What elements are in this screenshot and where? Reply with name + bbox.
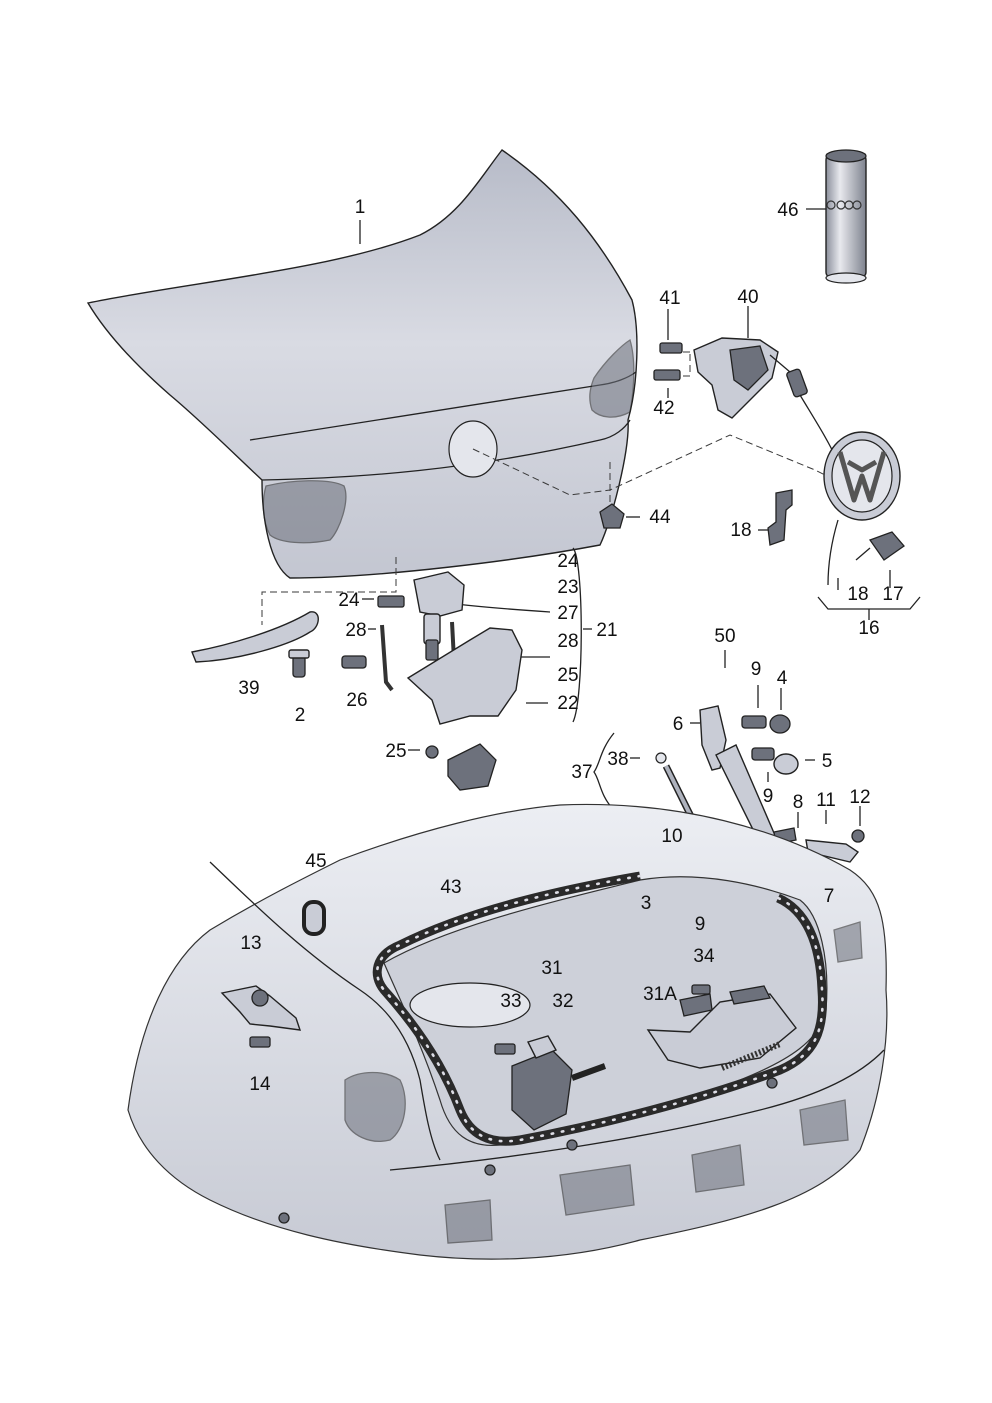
trim-strip <box>191 611 319 663</box>
trunk-seal <box>372 871 827 1146</box>
callout-38: 38 <box>607 749 628 770</box>
callout-31a: 31A <box>643 984 677 1005</box>
callout-28a: 28 <box>345 620 366 641</box>
callout-22: 22 <box>557 693 578 714</box>
callout-13: 13 <box>240 933 261 954</box>
callout-5: 5 <box>822 751 833 772</box>
callout-27: 27 <box>557 603 578 624</box>
callout-2: 2 <box>295 705 306 726</box>
callout-24a: 24 <box>557 551 579 572</box>
callout-labels: 1 46 41 40 42 44 18 24 23 18 17 24 27 16… <box>238 197 903 1095</box>
bolt-2 <box>288 649 310 678</box>
callout-12: 12 <box>849 787 870 808</box>
handle-bracket <box>767 489 793 546</box>
grommet <box>302 900 326 936</box>
callout-25b: 25 <box>385 741 406 762</box>
callout-17: 17 <box>882 584 903 605</box>
lock-bracket-latch <box>406 627 523 791</box>
callout-39: 39 <box>238 678 259 699</box>
callout-11: 11 <box>816 790 836 811</box>
callout-26: 26 <box>346 690 367 711</box>
callout-9a: 9 <box>751 659 762 680</box>
lid-actuator <box>653 337 839 463</box>
callout-24b: 24 <box>338 590 360 611</box>
callout-9c: 9 <box>695 914 706 935</box>
callout-43: 43 <box>440 877 461 898</box>
callout-28b: 28 <box>557 631 578 652</box>
callout-37: 37 <box>571 762 592 783</box>
callout-50: 50 <box>714 626 735 647</box>
callout-9b: 9 <box>763 786 774 807</box>
callout-10: 10 <box>661 826 682 847</box>
callout-6: 6 <box>673 714 684 735</box>
callout-25a: 25 <box>557 665 578 686</box>
callout-14: 14 <box>249 1074 271 1095</box>
car-rear-body <box>127 803 888 1260</box>
key-fob <box>855 531 905 561</box>
callout-45: 45 <box>305 851 326 872</box>
bolt-26 <box>341 655 367 669</box>
vw-emblem <box>823 431 901 521</box>
callout-21: 21 <box>596 620 617 641</box>
callout-18b: 18 <box>847 584 868 605</box>
callout-16: 16 <box>858 618 879 639</box>
callout-31: 31 <box>541 958 562 979</box>
body-latch <box>220 985 302 1048</box>
callout-1: 1 <box>355 197 366 218</box>
sealant-can <box>825 149 867 284</box>
callout-4: 4 <box>777 668 788 689</box>
callout-23: 23 <box>557 577 578 598</box>
car-jack <box>646 984 797 1071</box>
callout-34: 34 <box>693 946 715 967</box>
lock-motor <box>494 1035 607 1131</box>
callout-3: 3 <box>641 893 652 914</box>
callout-33: 33 <box>500 991 521 1012</box>
callout-41: 41 <box>659 288 680 309</box>
callout-44: 44 <box>649 507 671 528</box>
callout-46: 46 <box>777 200 798 221</box>
callout-42: 42 <box>653 398 674 419</box>
callout-40: 40 <box>737 287 758 308</box>
callout-18a: 18 <box>730 520 751 541</box>
trunk-lid <box>86 149 638 579</box>
clip <box>599 503 625 529</box>
callout-32: 32 <box>552 991 573 1012</box>
callout-8: 8 <box>793 792 804 813</box>
callout-7: 7 <box>824 886 835 907</box>
lock-cylinder <box>377 571 465 661</box>
